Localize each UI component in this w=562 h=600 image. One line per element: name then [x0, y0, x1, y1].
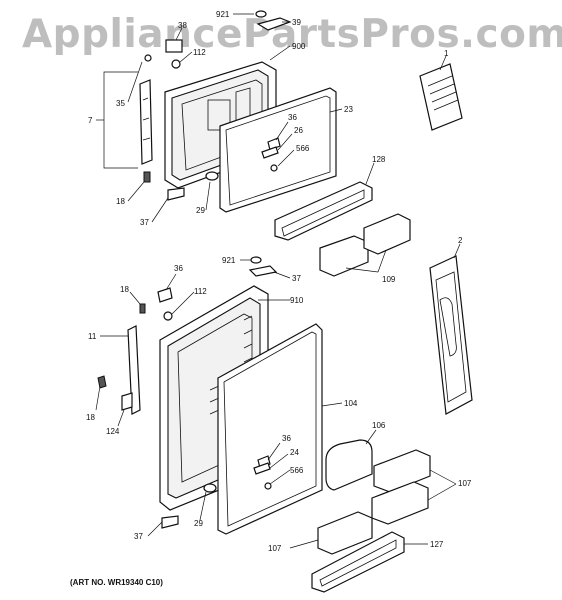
- callout-566-low: 566: [290, 466, 304, 475]
- callout-124: 124: [106, 427, 120, 436]
- callout-37-mid: 37: [292, 274, 301, 283]
- callout-36-mid: 36: [174, 264, 183, 273]
- cover-124: [121, 392, 133, 411]
- hinge-37a: [167, 187, 185, 201]
- callout-37-low: 37: [134, 532, 143, 541]
- shelf-128: [274, 181, 373, 241]
- callout-104: 104: [344, 399, 358, 408]
- screw-18c: [97, 375, 107, 389]
- hinge-26: [261, 146, 279, 159]
- callout-900: 900: [292, 42, 306, 51]
- callout-18-top: 18: [116, 197, 125, 206]
- callout-112-top: 112: [193, 48, 206, 57]
- screw-112b: [163, 311, 173, 321]
- callout-921-mid: 921: [222, 256, 236, 265]
- callout-127: 127: [430, 540, 444, 549]
- callout-36-low: 36: [282, 434, 291, 443]
- screw-18b: [139, 303, 146, 314]
- callout-112-mid: 112: [194, 287, 207, 296]
- shelf-127: [311, 531, 405, 593]
- callout-910: 910: [290, 296, 304, 305]
- hinge-cover-39: [256, 17, 292, 31]
- callout-106: 106: [372, 421, 386, 430]
- watermark-logo: AppliancePartsPros.com: [22, 12, 562, 57]
- callout-29-top: 29: [196, 206, 205, 215]
- screw-566a: [270, 164, 278, 172]
- callout-18-low: 18: [86, 413, 95, 422]
- panel-2: [429, 255, 473, 415]
- screw-35-marker: [144, 54, 152, 62]
- screw-18a: [143, 171, 151, 183]
- fresh-food-gasket-104: [217, 323, 323, 535]
- dairy-cover-106: [325, 439, 373, 491]
- cap-921b: [250, 256, 262, 264]
- callout-23: 23: [344, 105, 353, 114]
- plug-29a: [205, 171, 219, 181]
- callout-36-top: 36: [288, 113, 297, 122]
- hinge-24: [253, 462, 271, 475]
- bins-109: [319, 213, 411, 277]
- cam-36b: [157, 287, 173, 303]
- handle-7: [139, 79, 153, 165]
- cam-36a: [267, 137, 281, 151]
- callout-2: 2: [458, 236, 463, 245]
- screw-566b: [264, 482, 272, 490]
- callout-26: 26: [294, 126, 303, 135]
- callout-1: 1: [444, 49, 449, 58]
- cap-921a: [255, 10, 267, 18]
- manual-1: [419, 63, 463, 131]
- hinge-38: [165, 39, 183, 53]
- callout-566-top: 566: [296, 144, 310, 153]
- handle-11: [127, 325, 141, 415]
- hinge-37c: [161, 515, 179, 529]
- callout-921-top: 921: [216, 10, 230, 19]
- callout-107-right: 107: [458, 479, 472, 488]
- bin-107-left: [317, 511, 373, 555]
- art-number: (ART NO. WR19340 C10): [70, 578, 163, 587]
- leader-lines: [95, 13, 461, 549]
- callout-7: 7: [88, 116, 93, 125]
- callout-24: 24: [290, 448, 299, 457]
- callout-39: 39: [292, 18, 301, 27]
- bins-107-right: [371, 449, 431, 525]
- hinge-37b: [248, 265, 278, 277]
- callout-11: 11: [88, 332, 97, 341]
- callout-38: 38: [178, 21, 187, 30]
- callout-18-mid: 18: [120, 285, 129, 294]
- callout-107-left: 107: [268, 544, 282, 553]
- callout-35: 35: [116, 99, 125, 108]
- callout-128: 128: [372, 155, 386, 164]
- callout-37-top: 37: [140, 218, 149, 227]
- callout-109: 109: [382, 275, 396, 284]
- screw-112a: [171, 59, 181, 69]
- callout-29-low: 29: [194, 519, 203, 528]
- plug-29b: [203, 483, 217, 493]
